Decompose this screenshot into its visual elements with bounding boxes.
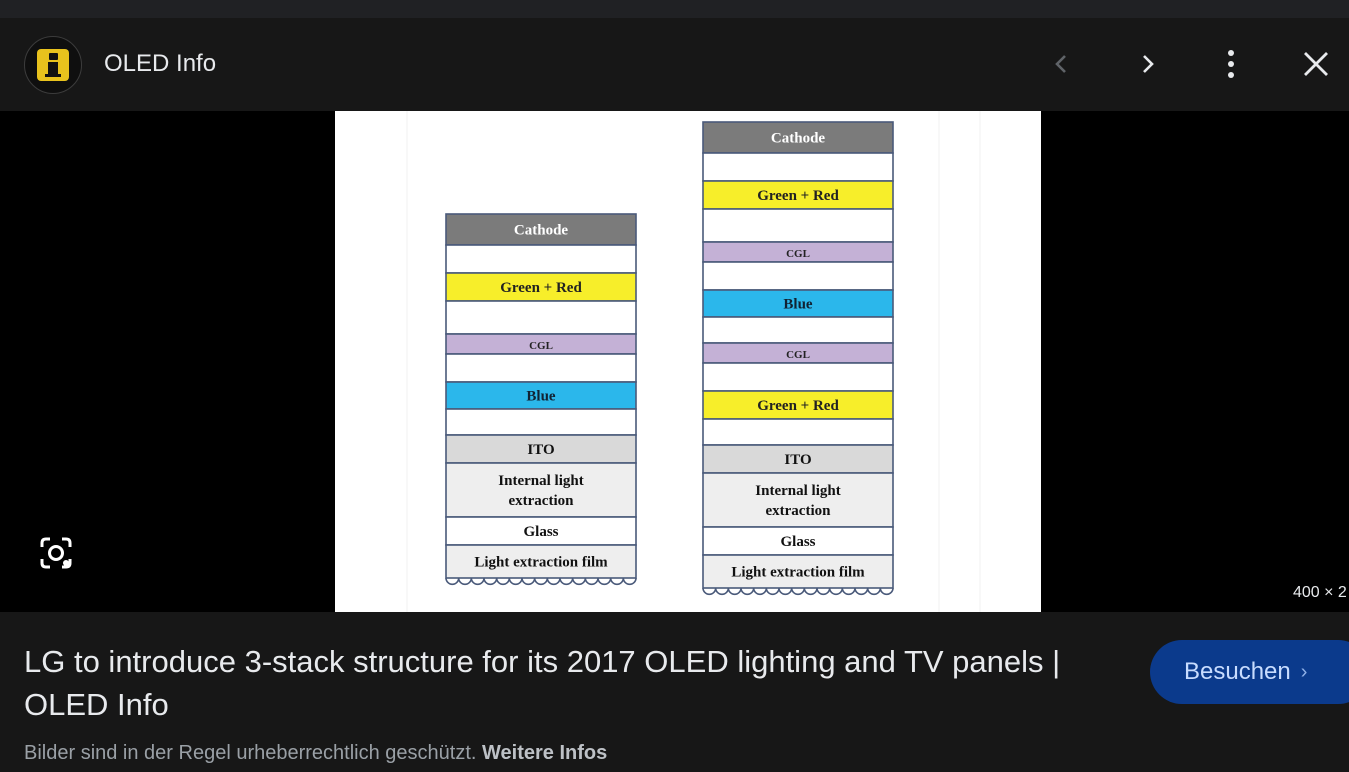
lens-icon bbox=[40, 537, 72, 569]
stack-layer bbox=[445, 381, 637, 410]
stack-layer-label: Blue bbox=[526, 389, 556, 405]
stack-layer-label: Cathode bbox=[771, 131, 826, 147]
stack-layer-label: extraction bbox=[766, 503, 832, 519]
stack-layer bbox=[445, 244, 637, 274]
stack-layer bbox=[702, 418, 894, 446]
more-options-button[interactable] bbox=[1209, 42, 1253, 86]
stack-layer-label: Green + Red bbox=[757, 398, 839, 414]
stack-layer bbox=[702, 390, 894, 420]
next-button[interactable] bbox=[1125, 42, 1169, 86]
stack-layer-label: ITO bbox=[784, 452, 811, 468]
close-icon bbox=[1304, 52, 1328, 76]
stack-layer bbox=[702, 208, 894, 243]
stack-layer bbox=[702, 152, 894, 182]
stack-layer-label: CGL bbox=[786, 349, 810, 361]
close-button[interactable] bbox=[1294, 42, 1338, 86]
stack-layer-label: CGL bbox=[786, 248, 810, 260]
stack-layer bbox=[702, 316, 894, 344]
copyright-notice: Bilder sind in der Regel urheberrechtlic… bbox=[24, 742, 607, 765]
stack-layer bbox=[702, 472, 894, 528]
stack-layer bbox=[445, 516, 637, 546]
stack-layer bbox=[702, 444, 894, 474]
stack-layer bbox=[702, 261, 894, 291]
stack-layer bbox=[445, 462, 637, 518]
stack-layer bbox=[445, 353, 637, 383]
stack-layer-label: extraction bbox=[509, 493, 575, 509]
visit-button[interactable]: Besuchen › bbox=[1150, 640, 1349, 704]
stack-layer-label: Green + Red bbox=[757, 188, 839, 204]
more-vert-icon bbox=[1228, 50, 1234, 78]
site-name[interactable]: OLED Info bbox=[104, 50, 217, 77]
stack-layer-label: Internal light bbox=[498, 473, 583, 489]
stack-layer-label: Cathode bbox=[514, 223, 569, 239]
stack-layer-label: ITO bbox=[527, 442, 554, 458]
stack-layer-label: Glass bbox=[780, 534, 815, 550]
stack-layer-label: CGL bbox=[529, 340, 553, 352]
stack-layer-label: Internal light bbox=[755, 483, 840, 499]
image-dimensions: 400 × 2 bbox=[1293, 584, 1347, 601]
stack-layer bbox=[445, 213, 637, 246]
lens-search-button[interactable] bbox=[38, 535, 74, 571]
stack-layer bbox=[702, 362, 894, 392]
stack-layer bbox=[702, 554, 894, 589]
stack-layer-label: Light extraction film bbox=[474, 555, 608, 571]
preview-header bbox=[0, 18, 1349, 111]
stack-layer-label: Green + Red bbox=[500, 280, 582, 296]
stack-layer bbox=[445, 300, 637, 335]
stack-layer bbox=[702, 121, 894, 154]
result-title[interactable]: LG to introduce 3-stack structure for it… bbox=[24, 644, 1061, 722]
chevron-left-icon bbox=[1055, 55, 1066, 73]
prev-button[interactable] bbox=[1040, 42, 1084, 86]
visit-label: Besuchen bbox=[1184, 658, 1291, 685]
site-logo[interactable] bbox=[24, 36, 82, 94]
stack-layer bbox=[445, 272, 637, 302]
stack-layer bbox=[445, 544, 637, 579]
stack-layer bbox=[445, 434, 637, 464]
stack-layer bbox=[445, 408, 637, 436]
chevron-right-icon bbox=[1143, 55, 1154, 73]
more-info-link[interactable]: Weitere Infos bbox=[482, 742, 608, 764]
info-icon bbox=[37, 49, 69, 81]
stack-layer-label: Light extraction film bbox=[731, 565, 865, 581]
browser-top-strip bbox=[0, 0, 1349, 18]
stack-layer bbox=[702, 526, 894, 556]
stack-layer bbox=[702, 180, 894, 210]
chevron-right-icon: › bbox=[1300, 660, 1308, 683]
stack-layer-label: Blue bbox=[783, 297, 813, 313]
stack-layer-label: Glass bbox=[523, 524, 558, 540]
extraction-film-edge bbox=[445, 577, 637, 586]
copyright-text: Bilder sind in der Regel urheberrechtlic… bbox=[24, 742, 477, 764]
extraction-film-edge bbox=[702, 587, 894, 596]
